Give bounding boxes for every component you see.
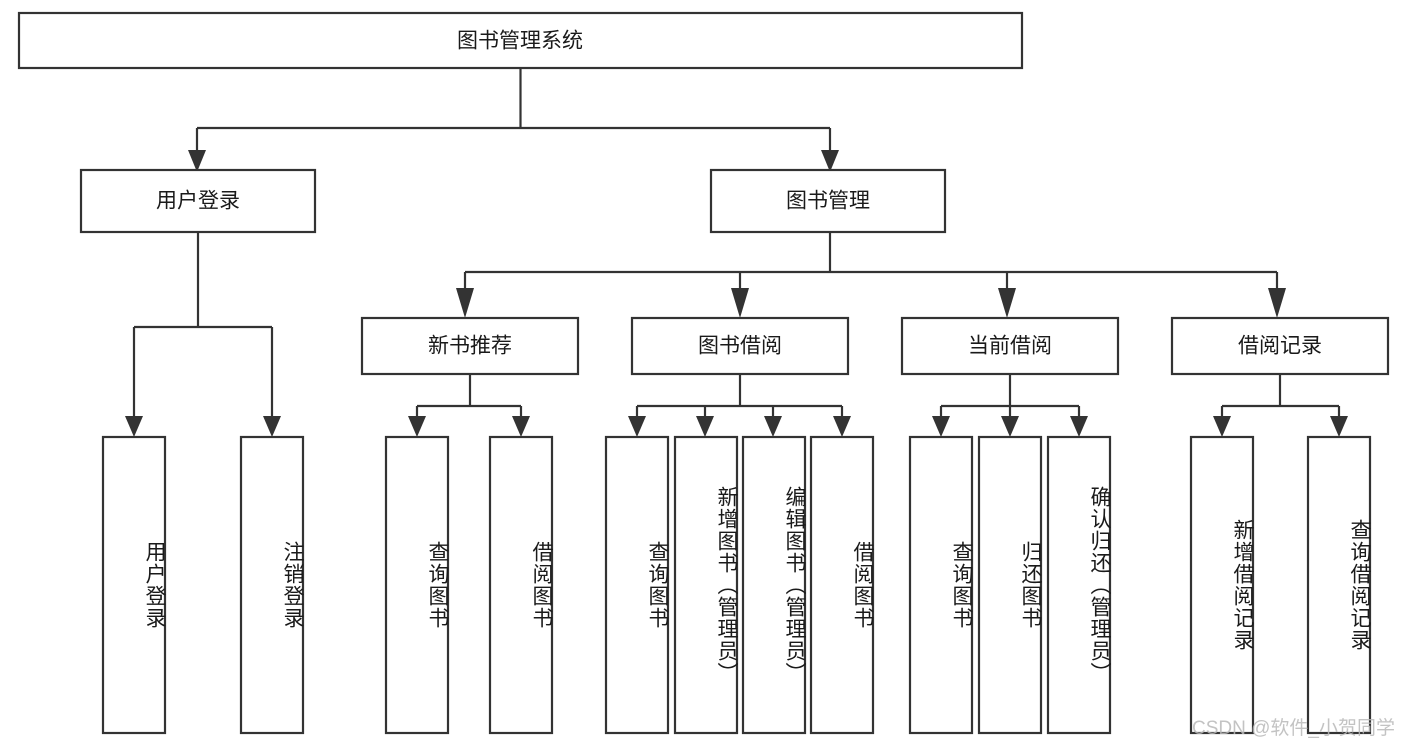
arrow-head-leaf-confirm-return [1070, 416, 1088, 437]
arrow-head-book-management [821, 150, 839, 172]
node-current-borrow-box[interactable] [900, 316, 1120, 376]
arrow-head-leaf-add-record [1213, 416, 1231, 437]
node-current-borrow-label: 当前借阅 [968, 335, 1052, 358]
leaf-box-return-book[interactable] [977, 435, 1043, 735]
node-borrow-record-label: 借阅记录 [1238, 335, 1322, 358]
node-borrow-record-box[interactable] [1170, 316, 1390, 376]
leaf-box-query-book-3[interactable] [908, 435, 974, 735]
arrow-head-leaf-edit-book [764, 416, 782, 437]
arrow-head-leaf-logout-login [263, 416, 281, 437]
connector-group-borrow-record-to-leaves [1213, 374, 1348, 437]
arrow-head-leaf-borrow-book-2 [833, 416, 851, 437]
node-root-label: 图书管理系统 [457, 30, 583, 53]
leaf-box-edit-book[interactable] [741, 435, 807, 735]
node-root-box[interactable] [17, 11, 1024, 70]
arrow-head-leaf-borrow-book-1 [512, 416, 530, 437]
arrow-head-leaf-add-book [696, 416, 714, 437]
connector-group-book-borrow-to-leaves [628, 374, 851, 437]
connector-group-new-book-to-leaves [408, 374, 530, 437]
leaf-box-user-login[interactable] [101, 435, 167, 735]
connector-group-root-to-level2 [188, 68, 839, 172]
node-user-login-box[interactable] [79, 168, 317, 234]
arrow-head-leaf-return-book [1001, 416, 1019, 437]
leaf-box-add-record[interactable] [1189, 435, 1255, 735]
leaf-box-logout-login[interactable] [239, 435, 305, 735]
node-user-login-label: 用户登录 [156, 190, 240, 213]
csdn-watermark: CSDN @软件_小贺同学 [1192, 718, 1395, 739]
arrow-head-leaf-query-book-1 [408, 416, 426, 437]
leaf-box-confirm-return[interactable] [1046, 435, 1112, 735]
arrow-head-new-book-recommend [456, 288, 474, 318]
leaf-box-borrow-book-1[interactable] [488, 435, 554, 735]
arrow-head-leaf-query-book-3 [932, 416, 950, 437]
connector-group-book-management-to-level3 [456, 232, 1286, 318]
arrow-head-current-borrow [998, 288, 1016, 318]
leaf-box-query-book-1[interactable] [384, 435, 450, 735]
node-book-borrow-label: 图书借阅 [698, 335, 782, 358]
leaf-box-query-book-2[interactable] [604, 435, 670, 735]
arrow-head-borrow-record [1268, 288, 1286, 318]
arrow-head-leaf-query-book-2 [628, 416, 646, 437]
node-new-book-recommend-label: 新书推荐 [428, 335, 512, 358]
arrow-head-user-login [188, 150, 206, 172]
connector-group-user-login-to-leaves [125, 232, 281, 437]
node-book-management-box[interactable] [709, 168, 947, 234]
node-book-management-label: 图书管理 [786, 190, 870, 213]
arrow-head-leaf-user-login [125, 416, 143, 437]
leaf-box-add-book[interactable] [673, 435, 739, 735]
node-book-borrow-box[interactable] [630, 316, 850, 376]
arrow-head-book-borrow [731, 288, 749, 318]
leaf-box-query-record[interactable] [1306, 435, 1372, 735]
node-new-book-recommend-box[interactable] [360, 316, 580, 376]
leaf-box-borrow-book-2[interactable] [809, 435, 875, 735]
arrow-head-leaf-query-record [1330, 416, 1348, 437]
connector-group-current-borrow-to-leaves [932, 374, 1088, 437]
